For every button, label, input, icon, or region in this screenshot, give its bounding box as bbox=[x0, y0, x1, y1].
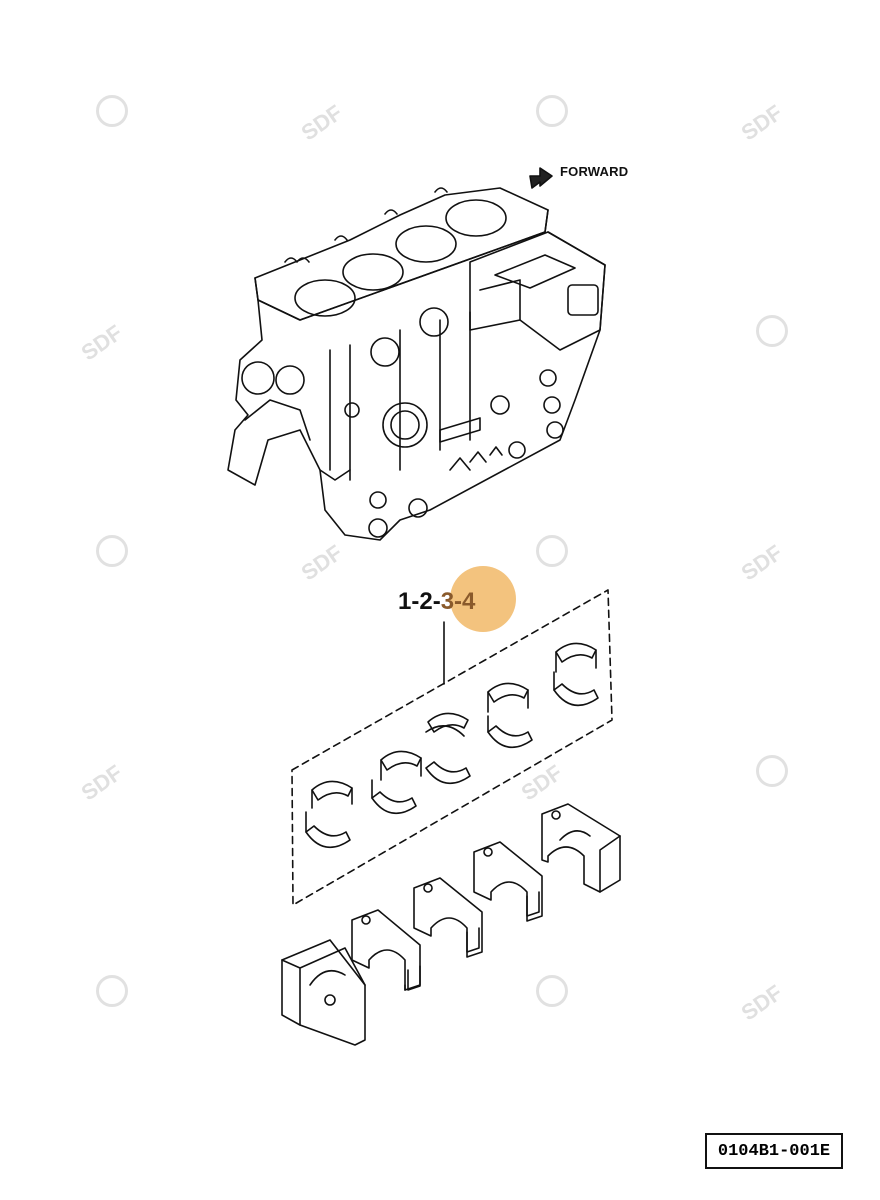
part-callout[interactable]: 1-2-3-4 bbox=[398, 588, 475, 616]
watermark-logo-icon bbox=[96, 535, 128, 567]
watermark-logo-icon bbox=[756, 755, 788, 787]
bearing-kit-boundary bbox=[291, 589, 613, 906]
callout-highlight bbox=[450, 566, 516, 632]
reference-code: 0104B1-001E bbox=[705, 1133, 843, 1169]
main-bearing-caps bbox=[281, 803, 621, 1046]
watermark-logo-icon bbox=[96, 95, 128, 127]
watermark-logo-icon bbox=[96, 975, 128, 1007]
callout-highlighted-part[interactable]: 3-4 bbox=[440, 588, 476, 615]
watermark-logo-icon bbox=[536, 975, 568, 1007]
engine-block bbox=[227, 187, 606, 541]
forward-arrow-icon bbox=[529, 167, 553, 189]
forward-label: FORWARD bbox=[560, 164, 629, 179]
watermark-logo-icon bbox=[536, 535, 568, 567]
callout-prefix: 1-2- bbox=[398, 588, 441, 615]
watermark-logo-icon bbox=[536, 95, 568, 127]
watermark-logo-icon bbox=[756, 315, 788, 347]
bearing-shells bbox=[305, 642, 599, 849]
